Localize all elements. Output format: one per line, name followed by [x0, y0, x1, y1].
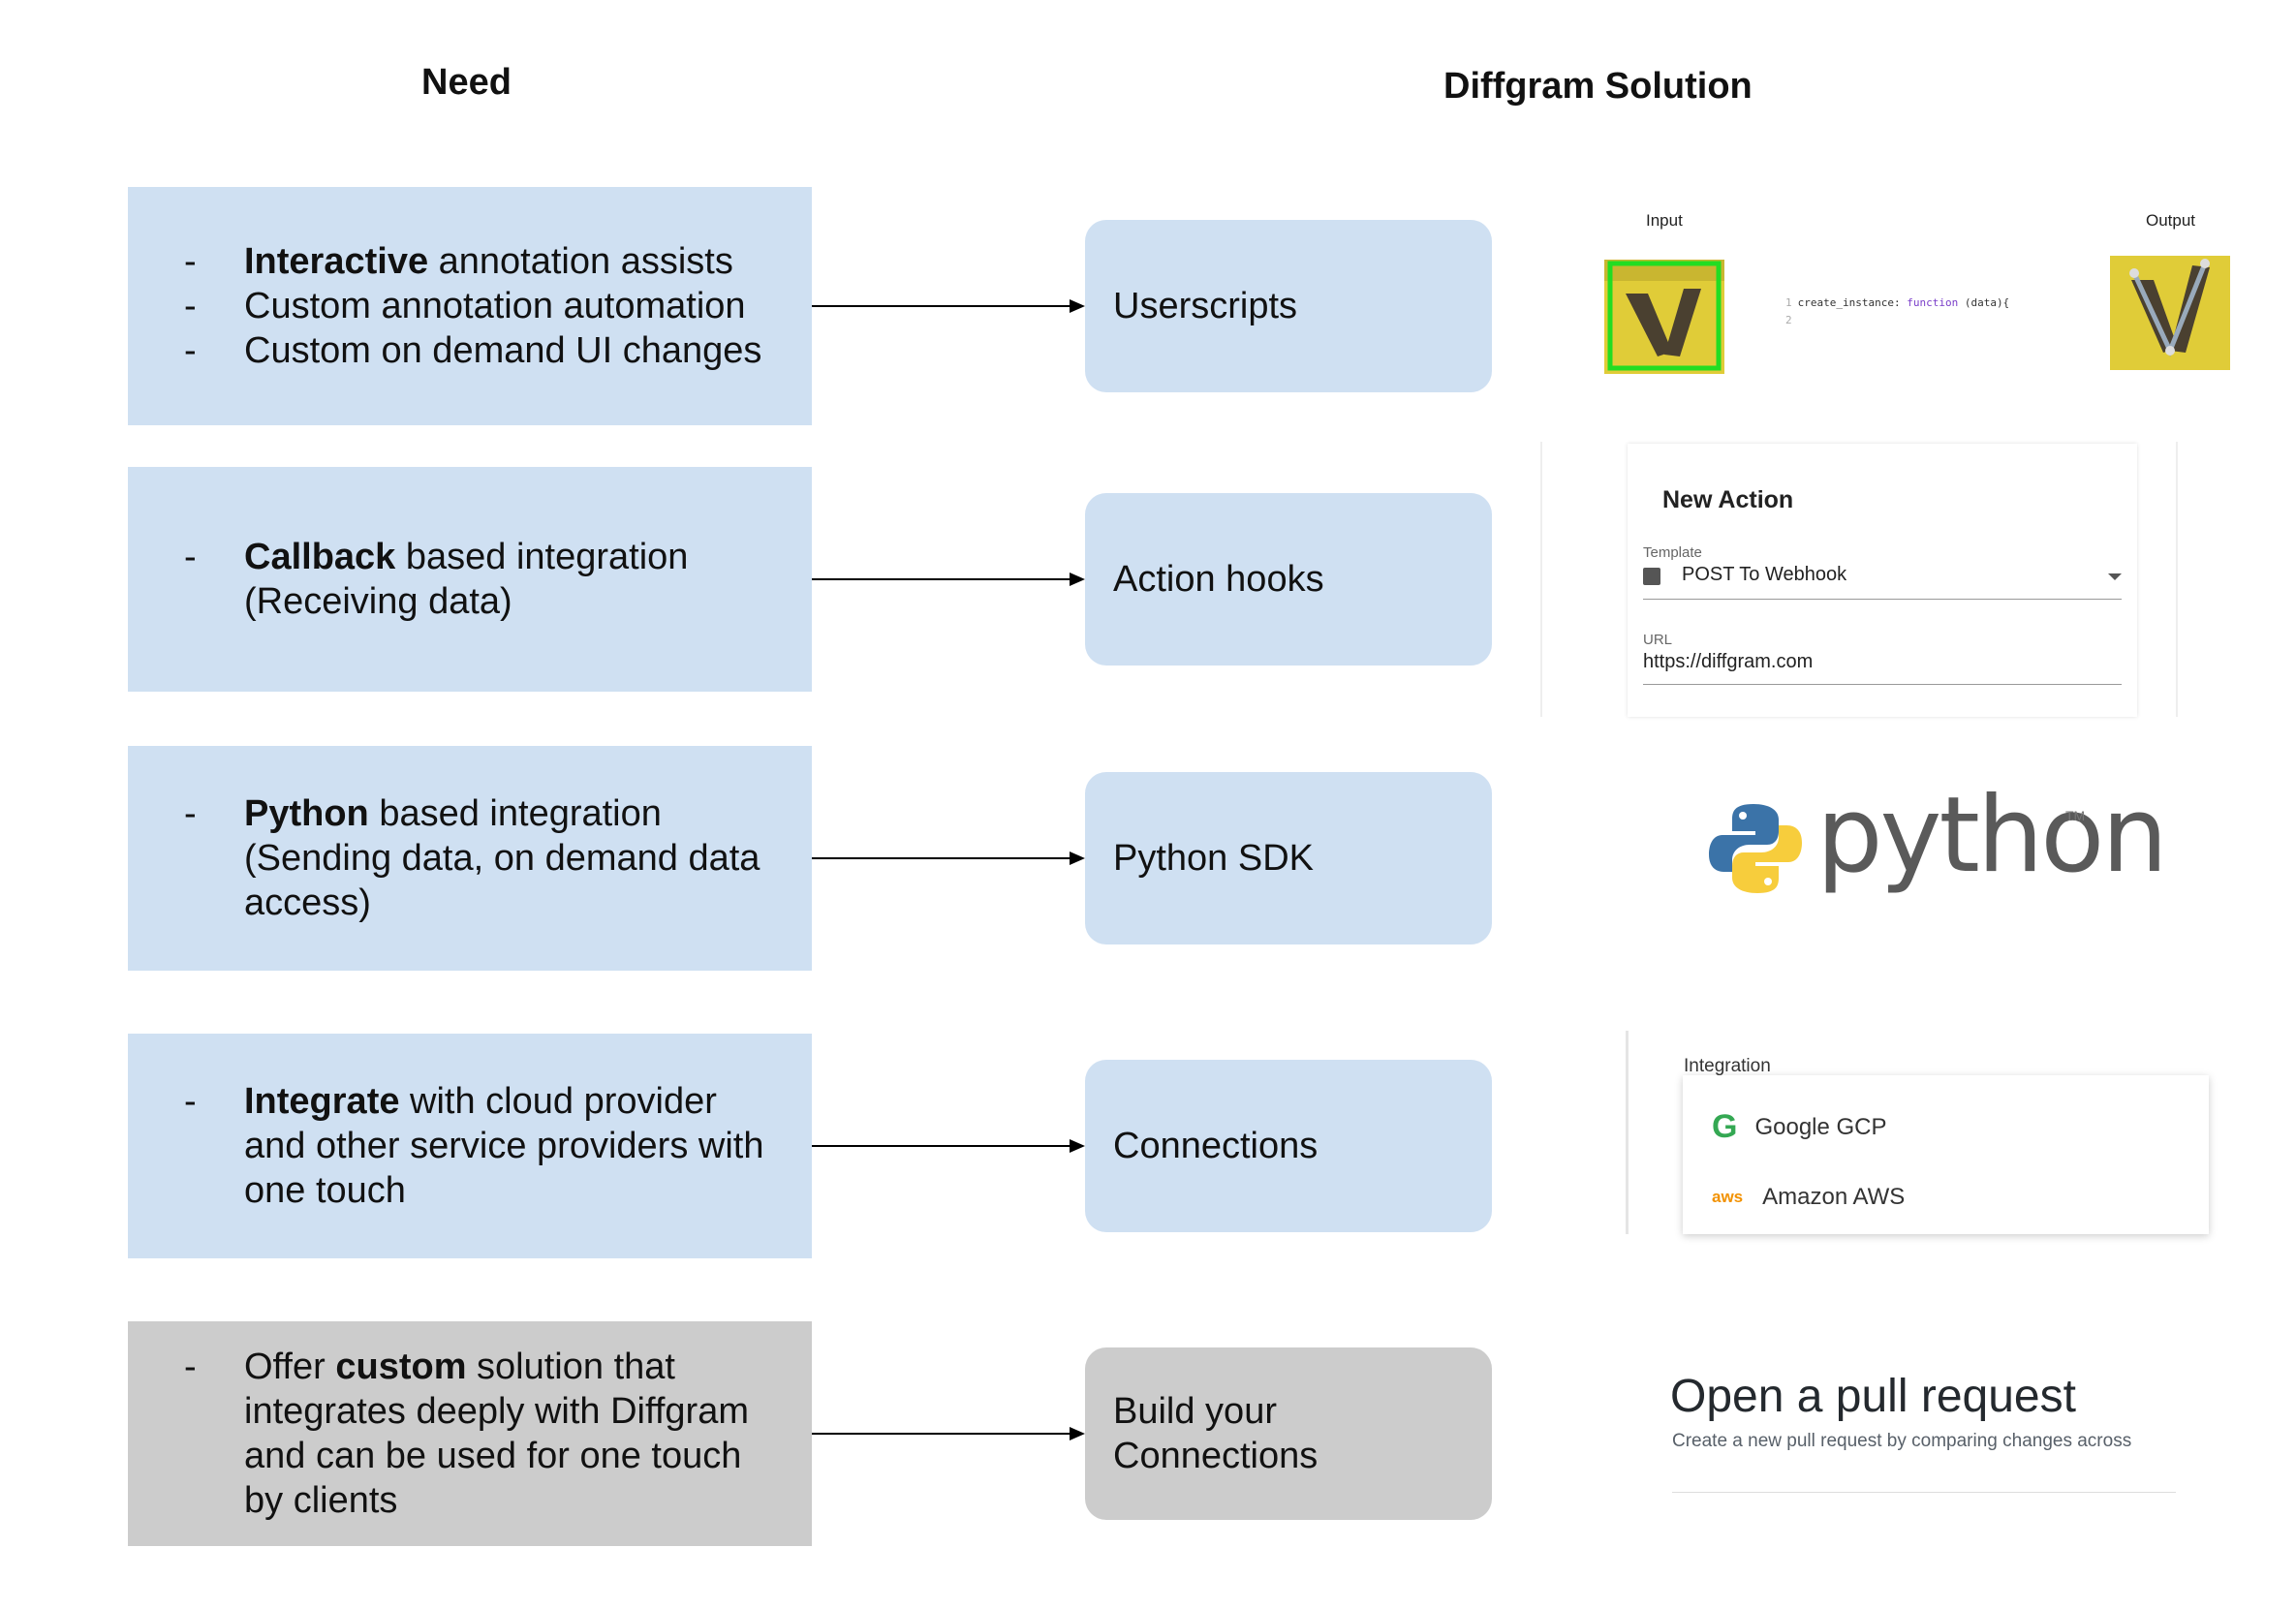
need-line: -Python based integration	[184, 793, 662, 834]
need-line: one touch	[244, 1170, 406, 1211]
aws-icon: aws	[1712, 1188, 1744, 1206]
need-line: -Interactive annotation assists	[184, 241, 733, 282]
need-box-4: -Integrate with cloud provider and other…	[128, 1034, 812, 1258]
need-box-1: -Interactive annotation assists -Custom …	[128, 187, 812, 425]
template-underline	[1643, 599, 2122, 600]
output-label: Output	[2146, 211, 2196, 230]
url-underline	[1643, 684, 2122, 685]
need-line: -Custom on demand UI changes	[184, 330, 762, 371]
arrow-5	[812, 1427, 1085, 1440]
need-box-3: -Python based integration (Sending data,…	[128, 746, 812, 971]
solution-box-build-connections: Build your Connections	[1085, 1347, 1492, 1520]
need-line: -Callback based integration	[184, 537, 689, 577]
url-input[interactable]: https://diffgram.com	[1643, 651, 1814, 672]
solution-header: Diffgram Solution	[1443, 66, 1753, 107]
output-image	[2110, 256, 2230, 370]
google-icon: G	[1712, 1108, 1738, 1145]
arrow-1	[812, 299, 1085, 313]
solution-label: Action hooks	[1113, 559, 1324, 600]
need-line: -Custom annotation automation	[184, 286, 746, 326]
pull-request-input-outline	[1672, 1492, 2176, 1498]
need-box-5: -Offer custom solution that integrates d…	[128, 1321, 812, 1546]
need-header: Need	[421, 62, 512, 103]
arrow-3	[812, 851, 1085, 865]
need-line: integrates deeply with Diffgram	[244, 1391, 749, 1432]
need-line: -Integrate with cloud provider	[184, 1081, 717, 1122]
url-label: URL	[1643, 632, 1673, 648]
integration-menu: G Google GCP aws Amazon AWS	[1683, 1075, 2209, 1234]
need-line: -Offer custom solution that	[184, 1347, 675, 1387]
arrow-2	[812, 573, 1085, 586]
arrow-4	[812, 1139, 1085, 1153]
need-line: (Sending data, on demand data	[244, 838, 760, 879]
pull-request-subtitle: Create a new pull request by comparing c…	[1672, 1431, 2132, 1451]
solution-label: Build your Connections	[1113, 1391, 1319, 1476]
pull-request-title: Open a pull request	[1670, 1371, 2076, 1422]
integration-label: Integration	[1684, 1056, 1771, 1076]
python-logo-icon	[1709, 804, 1802, 893]
connections-panel	[1626, 1031, 2207, 1234]
template-label: Template	[1643, 544, 1702, 561]
solution-label: Connections	[1113, 1126, 1319, 1166]
menu-item-google-gcp[interactable]: G Google GCP	[1712, 1108, 1887, 1145]
python-wordmark: python	[1816, 775, 2168, 896]
new-action-card: New Action Template POST To Webhook URL …	[1540, 442, 2178, 717]
solution-label: Userscripts	[1113, 286, 1298, 326]
need-line: and other service providers with	[244, 1126, 764, 1166]
menu-item-amazon-aws[interactable]: aws Amazon AWS	[1712, 1184, 1906, 1210]
solution-box-userscripts: Userscripts	[1085, 220, 1492, 392]
python-tm: TM	[2065, 808, 2086, 823]
new-action-form: New Action Template POST To Webhook URL …	[1628, 444, 2137, 717]
need-line: (Receiving data)	[244, 581, 512, 622]
new-action-title: New Action	[1662, 486, 1794, 513]
template-icon	[1643, 568, 1660, 585]
need-box-2: -Callback based integration (Receiving d…	[128, 467, 812, 692]
need-line: access)	[244, 882, 371, 923]
chevron-down-icon[interactable]	[2108, 573, 2122, 580]
input-label: Input	[1646, 211, 1683, 230]
need-line: by clients	[244, 1480, 398, 1521]
need-line: and can be used for one touch	[244, 1436, 742, 1476]
solution-box-connections: Connections	[1085, 1060, 1492, 1232]
solution-label: Python SDK	[1113, 838, 1314, 879]
code-line-2: 2	[1785, 314, 1792, 326]
input-image	[1604, 260, 1724, 374]
solution-box-python-sdk: Python SDK	[1085, 772, 1492, 944]
solution-box-action-hooks: Action hooks	[1085, 493, 1492, 666]
template-select[interactable]: POST To Webhook	[1682, 564, 1847, 585]
